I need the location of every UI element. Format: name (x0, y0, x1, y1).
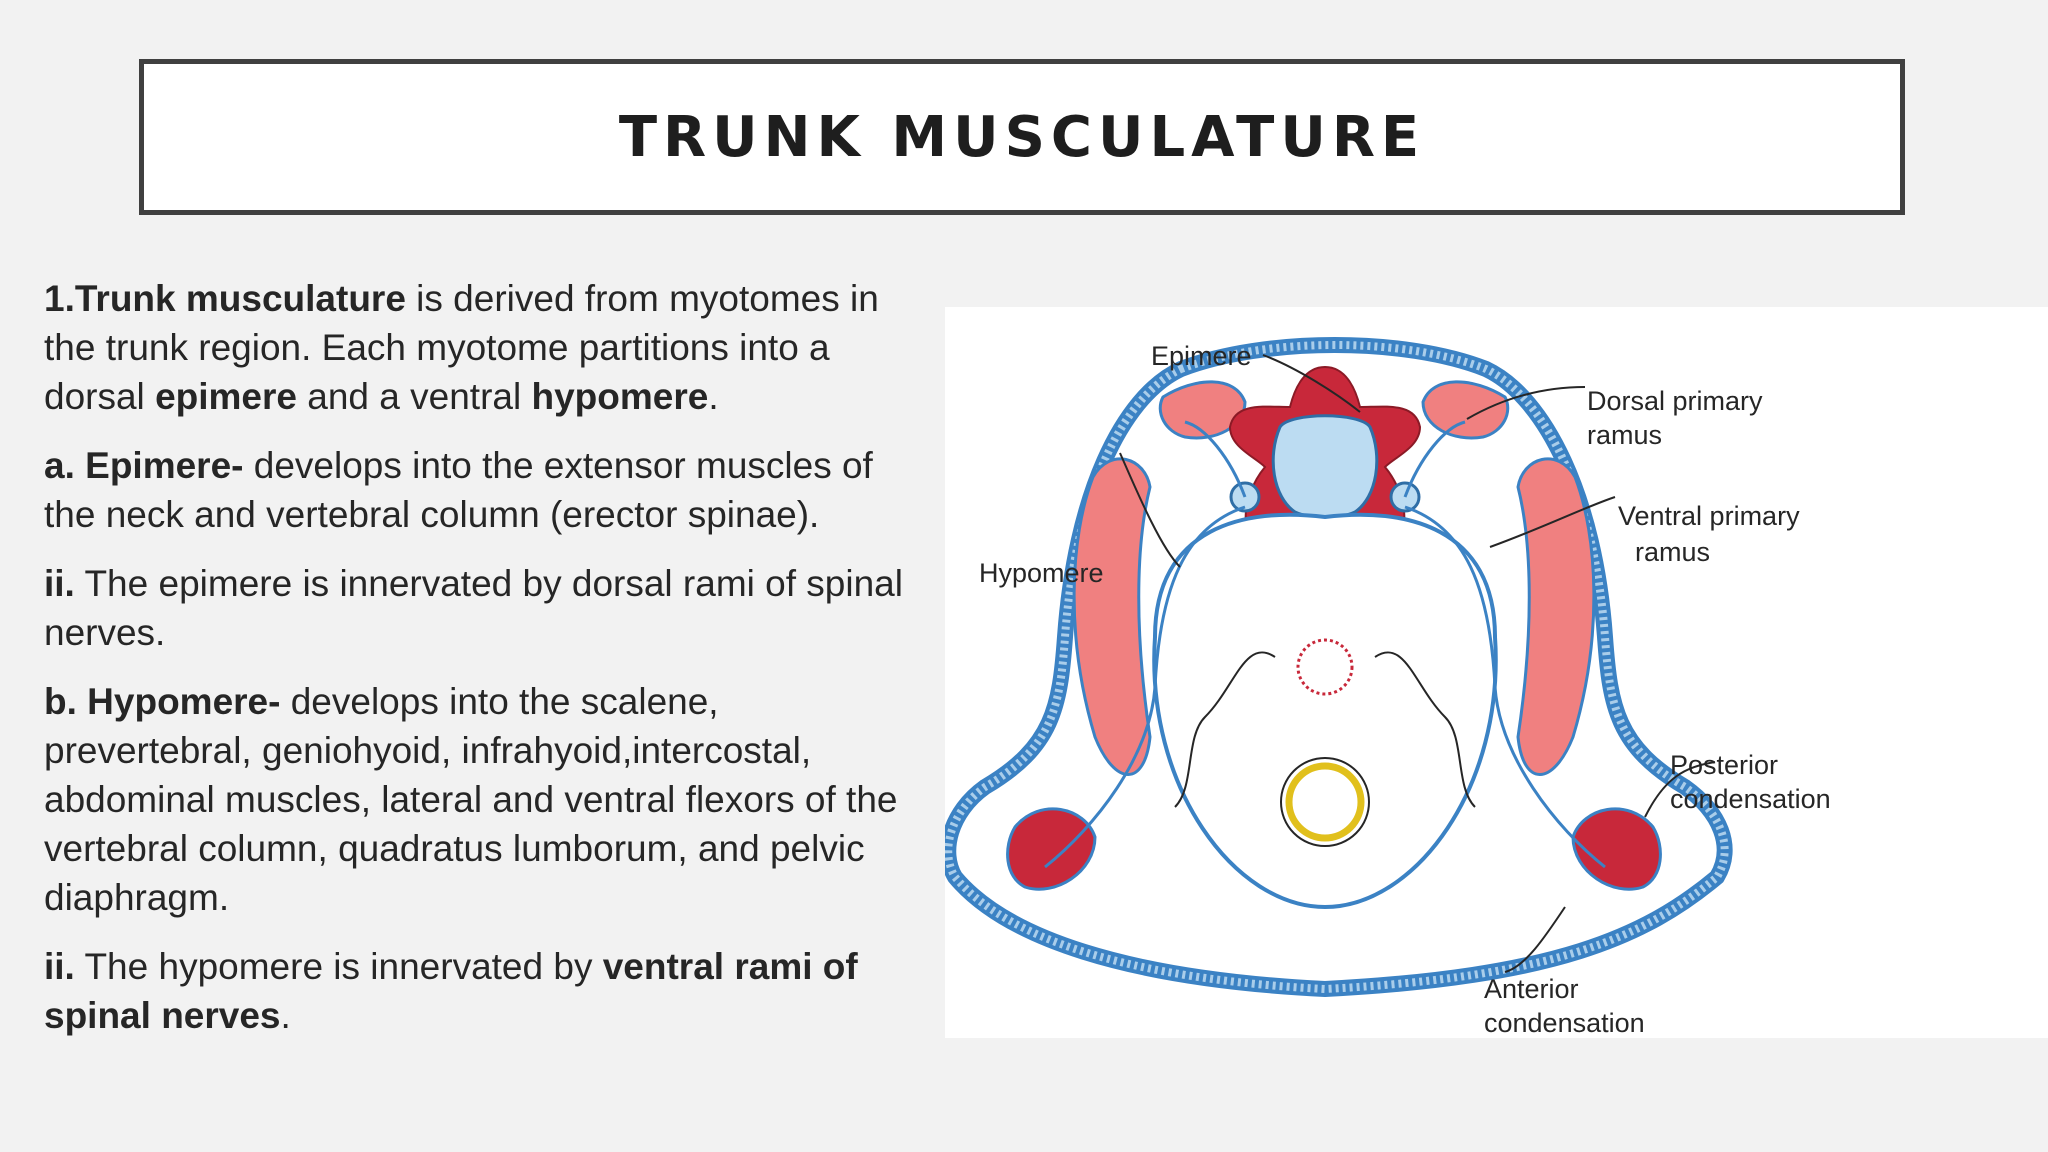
label-ventral-ramus-1: Ventral primary (1618, 501, 1800, 531)
hypomere-right (1516, 457, 1596, 776)
body-cavity-outline (1152, 512, 1498, 910)
dorsal-ramus-left (1184, 420, 1247, 498)
paragraph-p1: 1.Trunk musculature is derived from myot… (44, 274, 904, 421)
slide-title: TRUNK MUSCULATURE (618, 104, 1426, 170)
label-posterior-condensation-1: Posterior (1670, 750, 1778, 780)
paragraph-p5-segment: ventral rami of spinal nerves (44, 946, 858, 1036)
gut-tube (1280, 757, 1370, 847)
paragraph-p1-segment: Trunk musculature (74, 278, 406, 319)
paragraph-p1-segment: . (708, 376, 719, 417)
paragraph-p4-segment: Hypomere- (87, 681, 281, 722)
embryo-cross-section-figure: Epimere Hypomere Dorsal primary ramus Ve… (945, 307, 2048, 1038)
label-hypomere: Hypomere (979, 558, 1104, 588)
hypomere-left (1072, 457, 1152, 776)
label-dorsal-ramus-1: Dorsal primary (1587, 386, 1763, 416)
paragraph-p5-segment: . (280, 995, 291, 1036)
label-anterior-condensation-2: condensation (1484, 1008, 1645, 1038)
body-text: 1.Trunk musculature is derived from myot… (44, 274, 904, 1060)
paragraph-p4-segment: b. (44, 681, 88, 722)
posterior-condensation-left (1006, 807, 1097, 891)
paragraph-p2-segment: Epimere- (85, 445, 244, 486)
paragraph-p5-segment: The hypomere is innervated by (74, 946, 603, 987)
label-ventral-ramus-2: ramus (1635, 537, 1710, 567)
paragraph-p1-segment: 1. (44, 278, 75, 319)
posterior-condensation-right (1571, 807, 1662, 891)
title-box: TRUNK MUSCULATURE (139, 59, 1905, 215)
label-anterior-condensation-1: Anterior (1484, 974, 1579, 1004)
neural-tube (1271, 414, 1379, 519)
notochord (1296, 638, 1354, 696)
paragraph-p2: a. Epimere- develops into the extensor m… (44, 441, 904, 539)
ventral-ramus-left (1044, 505, 1246, 869)
label-dorsal-ramus-2: ramus (1587, 420, 1662, 450)
label-epimere: Epimere (1151, 341, 1252, 371)
paragraph-p1-segment: is derived from myotomes in the trunk re… (44, 278, 879, 417)
epimere-right (1421, 380, 1510, 440)
paragraph-p1-segment: epimere (155, 376, 297, 417)
label-posterior-condensation-2: condensation (1670, 784, 1831, 814)
paragraph-p1-segment: hypomere (531, 376, 709, 417)
paragraph-p3-segment: The epimere is innervated by dorsal rami… (44, 563, 903, 653)
paragraph-p2-segment: develops into the extensor muscles of th… (44, 445, 873, 535)
paragraph-p4-segment: develops into the scalene, prevertebral,… (44, 681, 898, 918)
paragraph-p3: ii. The epimere is innervated by dorsal … (44, 559, 904, 657)
paragraph-p3-segment: ii. (44, 563, 75, 604)
dorsal-ramus-right (1403, 420, 1466, 498)
paragraph-p1-segment: and a ventral (296, 376, 532, 417)
paragraph-p2-segment: a. (44, 445, 86, 486)
paragraph-p4: b. Hypomere- develops into the scalene, … (44, 677, 904, 922)
paragraph-p5: ii. The hypomere is innervated by ventra… (44, 942, 904, 1040)
ventral-ramus-right (1404, 505, 1606, 869)
embryo-diagram: Epimere Hypomere Dorsal primary ramus Ve… (945, 337, 1831, 1038)
paragraph-p5-segment: ii. (44, 946, 75, 987)
